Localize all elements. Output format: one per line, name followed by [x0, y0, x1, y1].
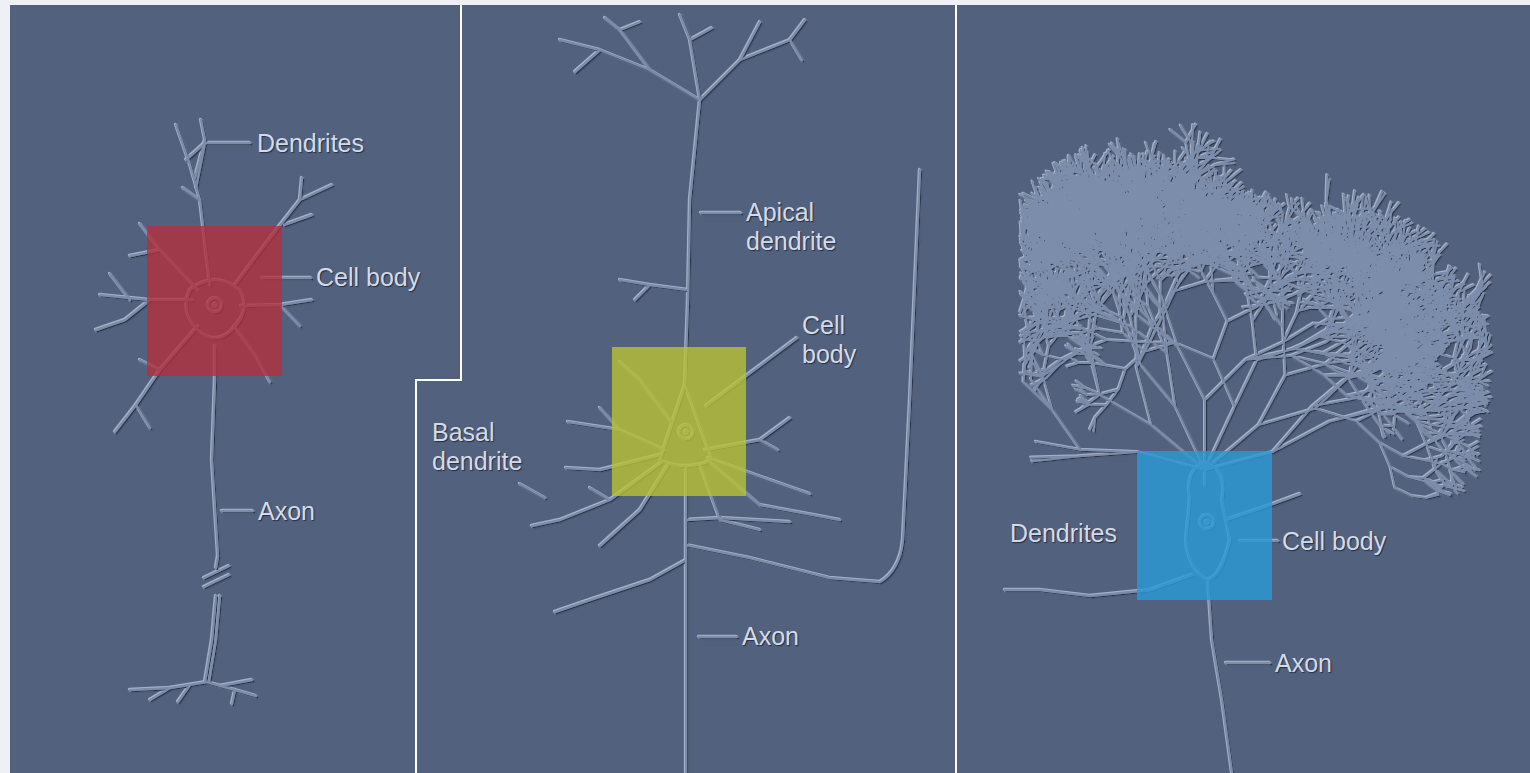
multipolar-neuron: [96, 120, 332, 704]
part-label: Axon: [742, 622, 799, 651]
part-label: Cell body: [802, 311, 882, 369]
part-label: Apical dendrite: [746, 198, 864, 256]
part-label: Dendrites: [1010, 519, 1117, 548]
part-label: Axon: [258, 497, 315, 526]
part-label: Cell body: [1282, 527, 1386, 556]
part-label: Basal dendrite: [432, 418, 550, 476]
part-label: Axon: [1275, 649, 1332, 678]
purkinje-neuron: [1005, 124, 1492, 773]
dendritic-tree: [1020, 124, 1492, 497]
highlight-square: [147, 226, 282, 376]
panel-divider: [416, 5, 461, 773]
part-label: Dendrites: [257, 129, 364, 158]
pyramidal-neuron: [520, 15, 920, 773]
background-panel: [10, 5, 1530, 773]
highlight-square: [1137, 451, 1272, 600]
part-label: Cell body: [316, 263, 420, 292]
panel-divider: [955, 5, 957, 773]
highlight-square: [612, 347, 746, 496]
